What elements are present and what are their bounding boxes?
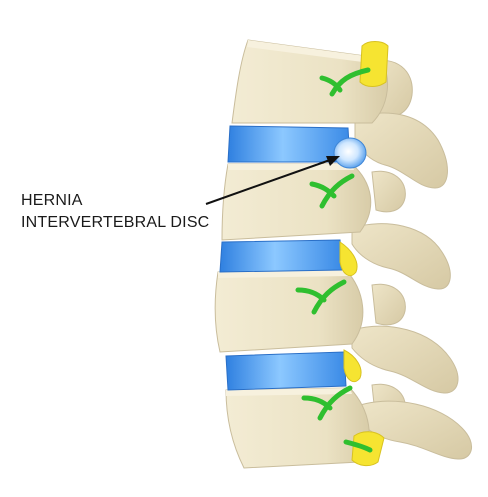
spinal-nerves (295, 67, 373, 453)
intervertebral-disc-icon (225, 351, 347, 391)
label-hernia: HERNIA (21, 192, 83, 209)
spinal-nerve-icon (319, 67, 371, 97)
spinal-nerve-icon (309, 173, 355, 209)
label-intervertebral-disc: INTERVERTEBRAL DISC (21, 214, 210, 231)
vertebra-body-icon (214, 269, 364, 353)
disc-hernia (333, 137, 367, 169)
intervertebral-discs (219, 125, 367, 391)
spinal-nerve-icon (295, 279, 347, 315)
pointer-arrow-icon (205, 156, 340, 205)
intervertebral-disc-icon (219, 239, 343, 273)
spinal-nerve-icon (343, 439, 373, 453)
posterior-processes (351, 59, 472, 460)
vertebral-bodies (214, 39, 389, 469)
vertebra-body-icon (225, 387, 370, 469)
vertebra-body-icon (221, 163, 372, 241)
spinal-nerve-icon (301, 385, 353, 421)
ligaments (339, 41, 389, 467)
